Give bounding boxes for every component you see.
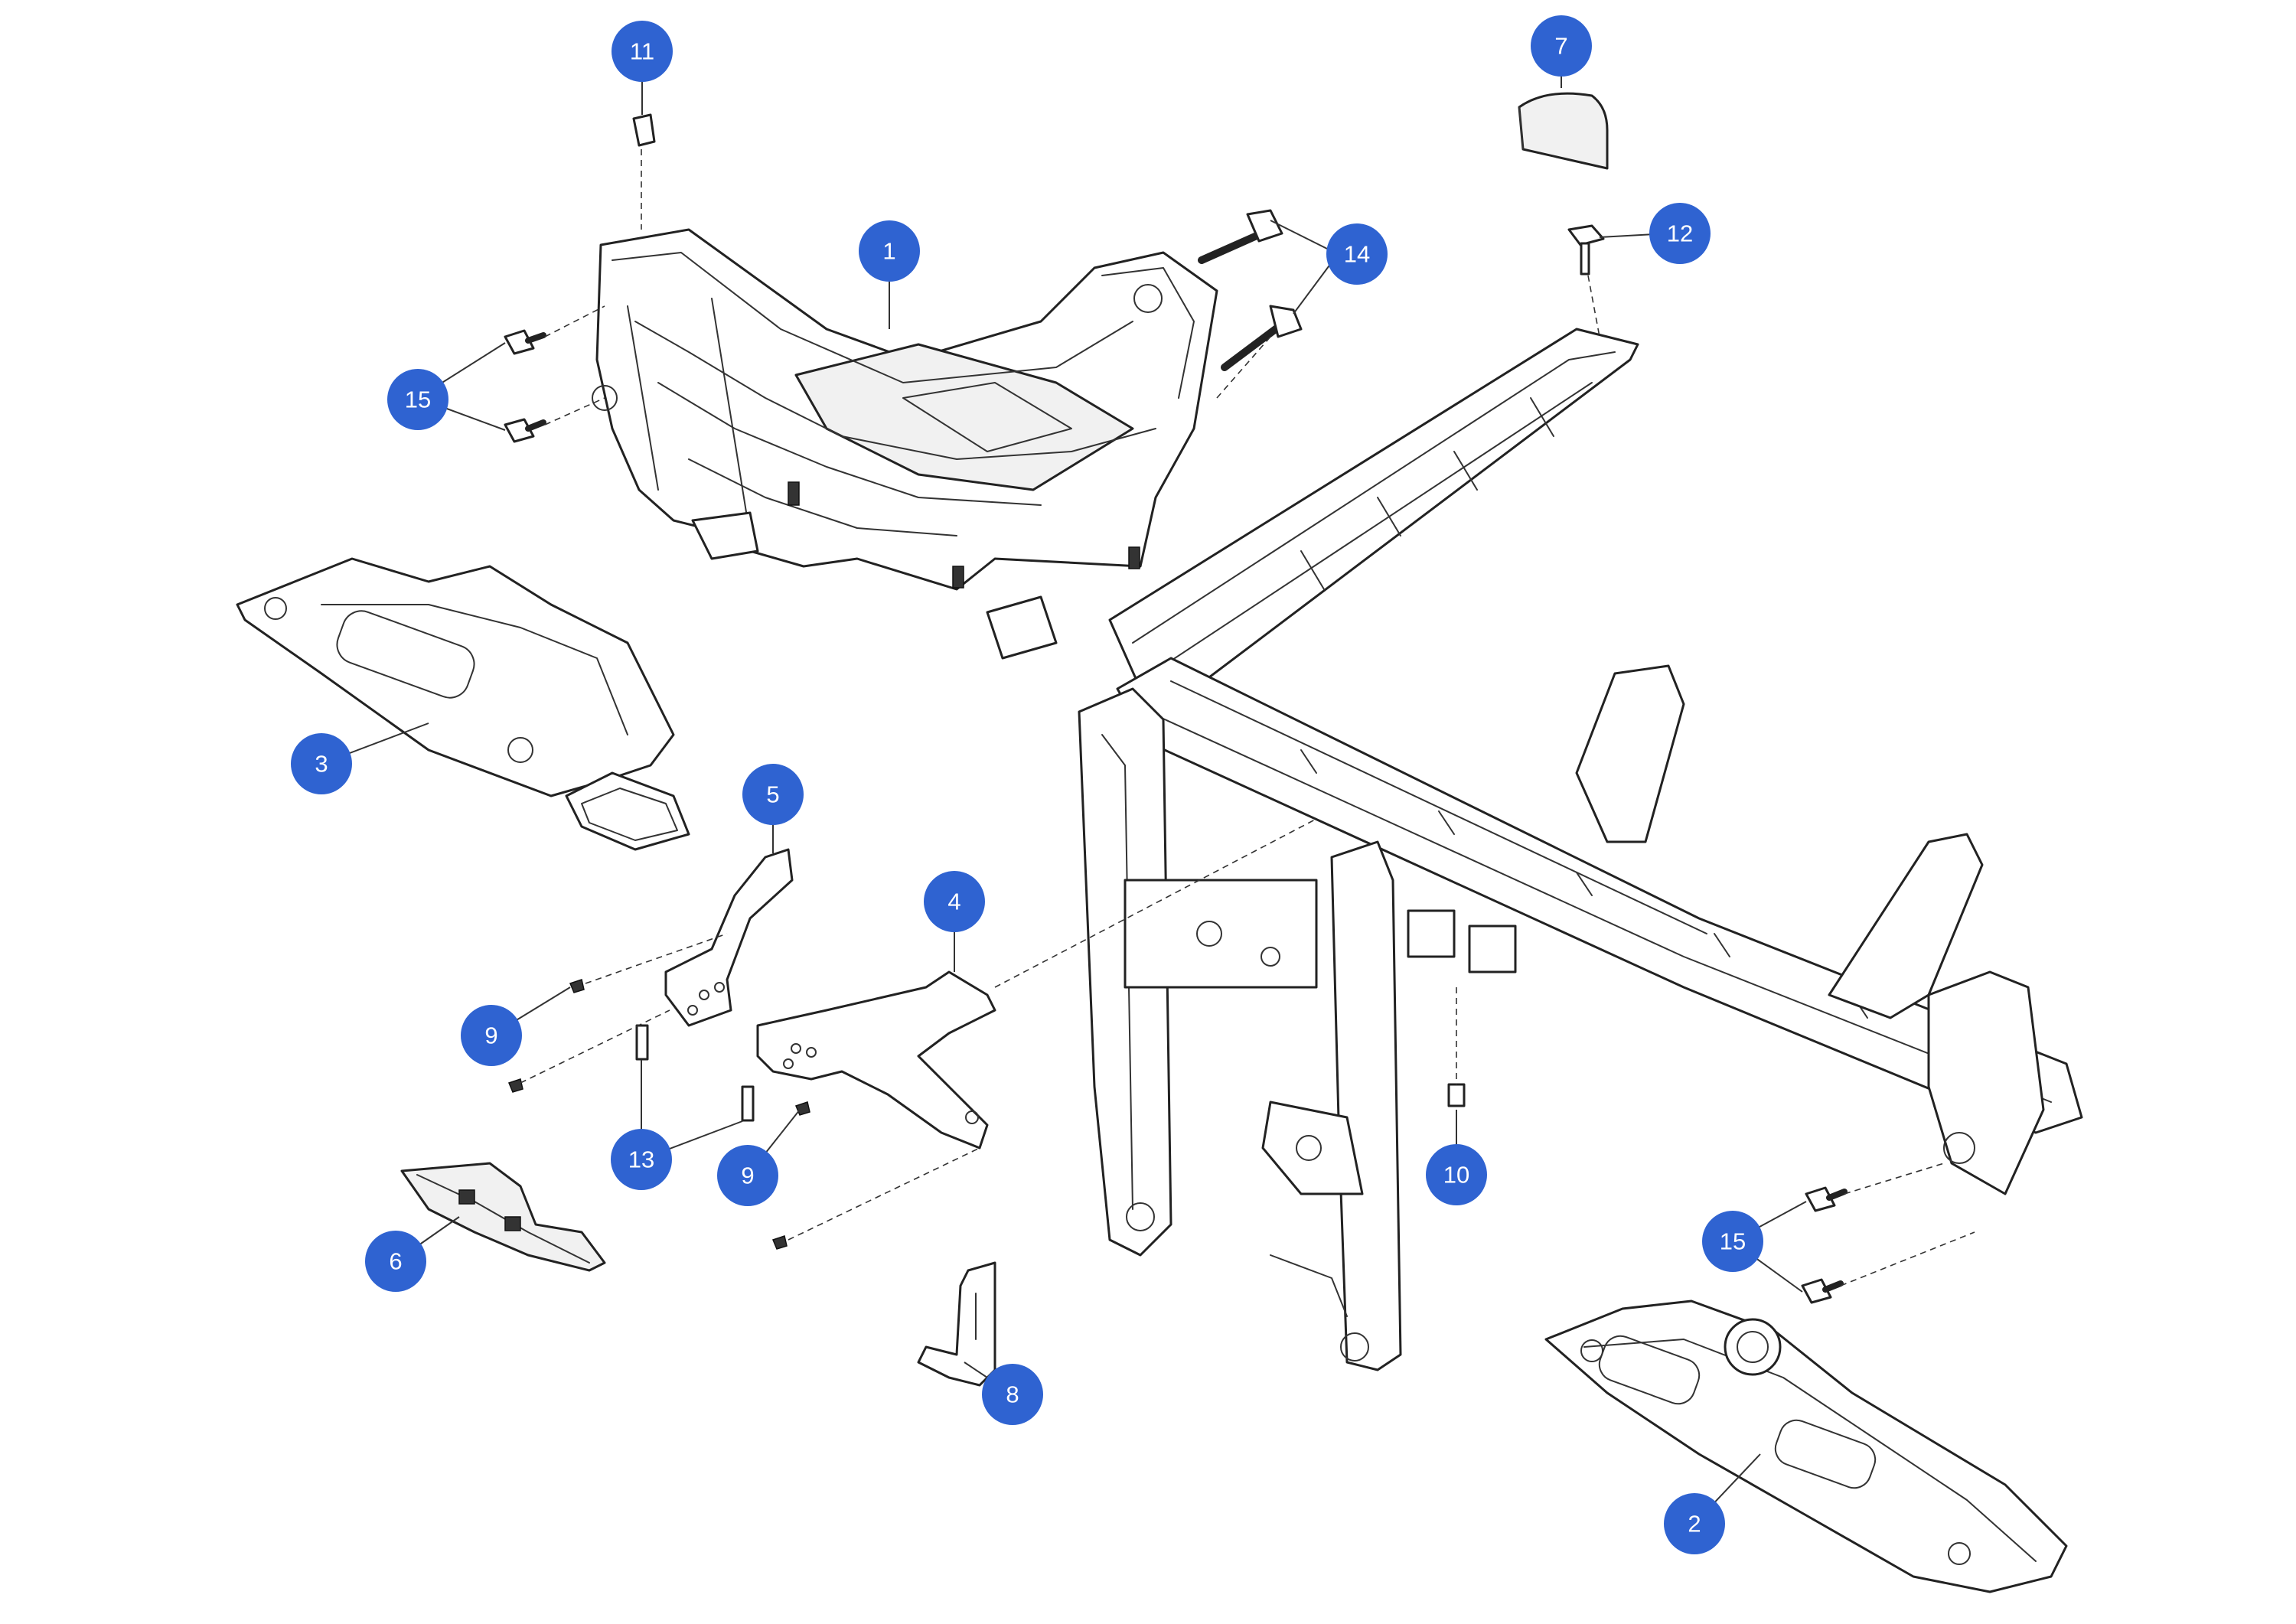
callout-15-right: 15 [1702, 1211, 1763, 1272]
callout-11: 11 [612, 21, 673, 82]
callout-6: 6 [365, 1231, 426, 1292]
part-3-left-panel [236, 557, 690, 851]
callout-2: 2 [1664, 1493, 1725, 1554]
svg-text:10: 10 [1443, 1162, 1469, 1189]
callout-3: 3 [291, 733, 352, 794]
callout-4: 4 [924, 871, 985, 932]
svg-text:6: 6 [389, 1248, 402, 1275]
svg-text:12: 12 [1667, 220, 1693, 247]
callout-1: 1 [859, 220, 920, 282]
callout-8: 8 [982, 1364, 1043, 1425]
callout-14: 14 [1326, 223, 1388, 285]
callout-13: 13 [611, 1129, 672, 1190]
svg-text:13: 13 [628, 1146, 654, 1173]
part-6-trim [400, 1162, 606, 1272]
part-5-bracket [664, 848, 794, 1027]
fasteners [504, 113, 1848, 1304]
svg-text:7: 7 [1554, 33, 1567, 60]
svg-text:5: 5 [766, 781, 779, 808]
svg-text:15: 15 [405, 386, 431, 413]
part-1-upper-bracket [592, 228, 1218, 660]
part-7-cap [1518, 92, 1609, 170]
svg-text:14: 14 [1344, 241, 1370, 268]
svg-text:2: 2 [1688, 1511, 1701, 1538]
svg-text:9: 9 [741, 1163, 754, 1189]
svg-text:1: 1 [882, 238, 895, 265]
part-15-bolts-left [504, 329, 546, 443]
callout-12: 12 [1649, 203, 1711, 264]
main-cross-beam [1078, 328, 2083, 1371]
svg-text:11: 11 [630, 38, 654, 65]
callout-9-left: 9 [461, 1005, 522, 1066]
svg-text:4: 4 [947, 889, 960, 915]
callout-9-right: 9 [717, 1145, 778, 1206]
part-8-l-bracket [917, 1261, 996, 1387]
part-2-right-panel [1544, 1300, 2068, 1593]
part-4-bracket [756, 970, 996, 1150]
callout-5: 5 [742, 764, 804, 825]
part-12-bolt [1567, 224, 1605, 276]
callout-10: 10 [1426, 1144, 1487, 1205]
assembly-lines [520, 149, 1975, 1286]
callout-15-left: 15 [387, 369, 448, 430]
svg-text:8: 8 [1006, 1381, 1019, 1408]
part-15-bolts-right [1801, 1186, 1848, 1304]
callout-7: 7 [1531, 15, 1592, 77]
svg-text:9: 9 [484, 1022, 497, 1049]
part-14-bolts [1198, 209, 1303, 371]
svg-text:3: 3 [315, 751, 328, 778]
svg-text:15: 15 [1720, 1228, 1746, 1255]
